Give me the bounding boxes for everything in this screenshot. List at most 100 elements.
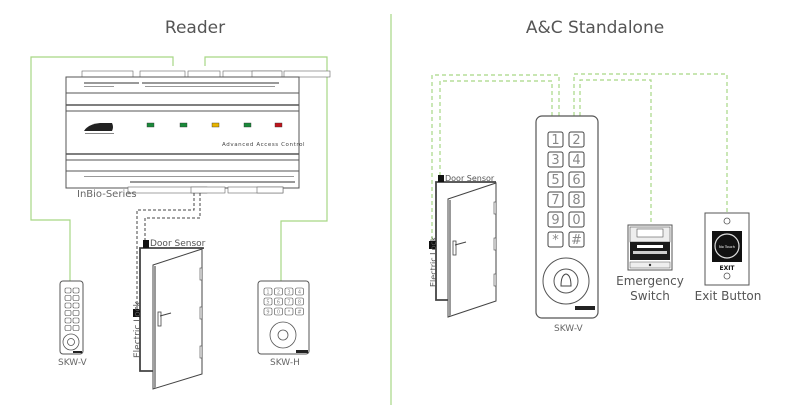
emergency-label-line1: Emergency	[616, 274, 684, 288]
key-4	[295, 287, 304, 296]
key-3	[284, 287, 294, 296]
key-6	[274, 297, 283, 306]
key-label-0: 0	[277, 309, 280, 315]
key-4	[72, 295, 80, 301]
key-1	[64, 287, 72, 294]
key-9	[263, 307, 273, 316]
key-7	[284, 297, 294, 306]
controller-series-label: InBio-Series	[77, 189, 137, 200]
key-2	[568, 131, 585, 148]
reader-title: Reader	[164, 18, 226, 38]
controller-body	[65, 76, 300, 189]
key-label-3: 3	[551, 153, 559, 168]
electric-lock-label-right: Electric Lock	[429, 236, 438, 287]
key-7	[547, 191, 564, 208]
key-8	[295, 297, 304, 306]
key-label-8: 8	[298, 299, 301, 305]
led-1	[146, 122, 155, 128]
bell-icon	[560, 273, 572, 287]
exit-button-face-text: No Touch	[719, 245, 735, 249]
key-0	[72, 317, 80, 324]
key-5	[64, 302, 72, 309]
key-label-*: *	[552, 233, 559, 248]
keypad-label: SKW-V	[554, 324, 583, 334]
emergency-switch	[627, 224, 673, 271]
key-6	[72, 302, 80, 309]
controller-tagline: Advanced Access Control	[222, 142, 305, 148]
emergency-label-line2: Switch	[630, 289, 670, 303]
key-label-4: 4	[298, 289, 301, 295]
key-label-9: 9	[266, 309, 269, 315]
key-9	[547, 211, 564, 228]
key-5	[547, 171, 564, 188]
emergency-switch-label: Emergency Switch	[610, 274, 690, 304]
bottom-terminals	[127, 186, 284, 194]
key-label-2: 2	[277, 289, 280, 295]
key-label-1: 1	[551, 133, 559, 148]
key-label-1: 1	[266, 289, 269, 295]
key-3	[64, 295, 72, 301]
key-*	[547, 231, 564, 248]
inbio-controller	[65, 70, 331, 194]
reader-right-label: SKW-H	[270, 358, 300, 368]
key-8	[568, 191, 585, 208]
key-#	[568, 231, 585, 248]
exit-button	[704, 212, 750, 286]
key-9	[64, 317, 72, 324]
key-label-7: 7	[551, 193, 559, 208]
standalone-title: A&C Standalone	[525, 18, 665, 38]
door-right	[429, 175, 497, 318]
key-label-6: 6	[277, 299, 280, 305]
door-sensor-label-right: Door Sensor	[445, 174, 495, 183]
key-0	[568, 211, 585, 228]
exit-button-exit-text: EXIT	[719, 265, 735, 272]
led-3	[211, 122, 220, 128]
key-label-2: 2	[572, 133, 580, 148]
led-4	[243, 122, 252, 128]
key-0	[274, 307, 283, 316]
key-label-7: 7	[287, 299, 290, 305]
key-2	[72, 287, 80, 294]
wire-right-reader	[204, 56, 328, 281]
key-label-#: #	[571, 233, 582, 248]
key-label-5: 5	[551, 173, 559, 188]
key-label-9: 9	[551, 213, 559, 228]
wire-left-reader	[30, 56, 174, 281]
door-left	[133, 240, 204, 390]
key-3	[547, 151, 564, 168]
door-sensor-icon	[143, 240, 149, 248]
key-#	[72, 325, 80, 331]
key-#	[295, 307, 304, 316]
reader-skw-h: 1 2 3 4 5 6 7 8 9 0 * #	[257, 280, 310, 355]
key-label-4: 4	[572, 153, 580, 168]
electric-lock-icon	[429, 241, 436, 249]
inbio-logo	[84, 123, 113, 131]
key-6	[568, 171, 585, 188]
key-label-*: *	[288, 309, 291, 315]
key-label-5: 5	[266, 299, 269, 305]
door-sensor-icon	[438, 175, 444, 182]
reader-left-label: SKW-V	[58, 358, 87, 368]
key-1	[547, 131, 564, 148]
exit-button-label: Exit Button	[694, 289, 762, 303]
key-*	[64, 325, 72, 331]
key-*	[284, 307, 294, 316]
led-2	[179, 122, 188, 128]
door-sensor-label-left: Door Sensor	[150, 239, 206, 249]
key-7	[64, 310, 72, 316]
led-5	[274, 122, 283, 128]
reader-wires	[30, 56, 328, 281]
key-label-0: 0	[572, 213, 580, 228]
key-label-3: 3	[287, 289, 290, 295]
key-4	[568, 151, 585, 168]
top-terminals	[81, 70, 331, 78]
key-2	[274, 287, 283, 296]
reader-skw-v-left	[59, 280, 84, 355]
key-label-#: #	[297, 309, 301, 315]
electric-lock-label-left: Electric Lock	[133, 300, 143, 358]
key-5	[263, 297, 273, 306]
key-1	[263, 287, 273, 296]
key-label-8: 8	[572, 193, 580, 208]
electric-lock-icon	[133, 309, 140, 317]
